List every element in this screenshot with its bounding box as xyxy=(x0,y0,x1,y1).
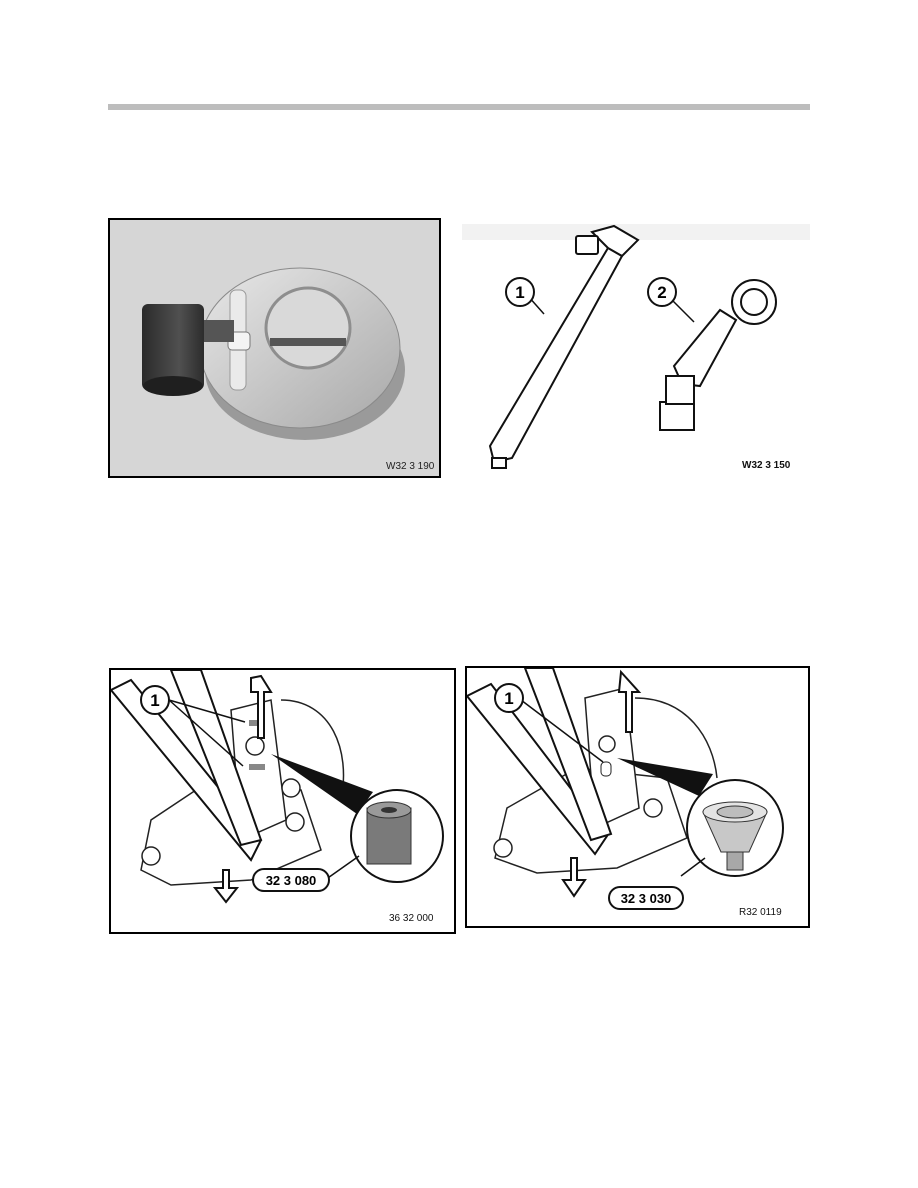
callout-circle xyxy=(140,685,170,715)
figure-code: R32 0119 xyxy=(739,907,782,918)
figure-r32-0119: 1 32 3 030 R32 0119 xyxy=(465,666,810,928)
figure-code: W32 3 190 xyxy=(386,461,435,472)
figure-code: 36 32 000 xyxy=(389,913,434,924)
callout-1: 1 xyxy=(504,689,513,708)
header-rule xyxy=(108,104,810,110)
callout-circle-2 xyxy=(647,277,677,307)
callout-2: 2 xyxy=(657,283,666,302)
figure-w32-3-190: W32 3 190 xyxy=(108,218,441,478)
figure-36-32-000: 1 32 3 080 36 32 000 xyxy=(109,668,456,934)
figure-code: W32 3 150 xyxy=(742,460,791,471)
tool-label-box xyxy=(252,868,330,892)
tool-photo xyxy=(142,267,405,440)
bracket-drawing-2: 1 32 3 030 xyxy=(467,668,784,910)
callout-circle xyxy=(494,683,524,713)
callout-1: 1 xyxy=(515,283,524,302)
tool-label: 32 3 030 xyxy=(621,891,672,906)
bracket-drawing: 1 32 3 080 xyxy=(111,670,444,904)
wrench-drawing: 1 2 xyxy=(462,224,810,469)
tool-label-box xyxy=(608,886,684,910)
callout-circle-1 xyxy=(505,277,535,307)
figure-w32-3-150: 1 2 W32 3 150 xyxy=(462,218,810,480)
tool-label: 32 3 080 xyxy=(266,873,317,888)
callout-1: 1 xyxy=(150,691,159,710)
